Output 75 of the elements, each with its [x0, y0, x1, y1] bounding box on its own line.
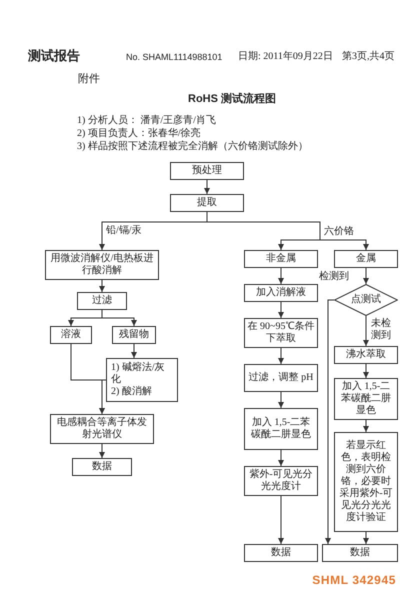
process-box [334, 432, 398, 532]
step-label: 沸水萃取 [346, 349, 386, 361]
step-label: 过滤 [92, 295, 112, 307]
report-number: No. SHAML1114988101 [126, 53, 222, 62]
step-label: 加入消解液 [256, 287, 306, 299]
arrow [99, 444, 105, 458]
process-box [244, 284, 318, 302]
process-box [45, 250, 159, 280]
step-label: 预处理 [192, 165, 222, 177]
decision-label: 点测试 [351, 294, 381, 306]
process-box [244, 364, 318, 392]
arrow [363, 364, 369, 378]
step-label: 溶液 [61, 329, 81, 341]
step-label: 电感耦合等离子体发射光谱仪 [56, 417, 148, 441]
process-box [244, 408, 318, 450]
chart-title: RoHS 测试流程图 [187, 94, 277, 105]
arrow [278, 392, 284, 408]
arrow [99, 380, 106, 414]
edge-label: 检测到 [319, 271, 349, 283]
report-title: 测试报告 [28, 49, 80, 62]
section-heading: 附件 [78, 74, 100, 85]
step-label: 提取 [197, 197, 217, 209]
process-box [244, 250, 318, 268]
process-box [72, 458, 132, 476]
arrow [363, 532, 369, 544]
note-line: 3) 样品按照下述流程被完全消解（六价铬测试除外） [77, 142, 308, 152]
process-box [170, 162, 244, 180]
process-box [334, 250, 398, 268]
arrow [99, 280, 105, 292]
arrow [278, 348, 284, 364]
process-box [50, 414, 154, 444]
step-label: 数据 [92, 461, 112, 473]
report-date: 日期: 2011年09月22日 [238, 52, 333, 62]
process-box [334, 346, 398, 364]
step-label: 紫外-可见光分光光度计 [248, 469, 314, 493]
edge-label: 铅/镉/汞 [106, 225, 142, 237]
step-label: 在 90~95℃条件下萃取 [247, 321, 315, 345]
process-box [322, 544, 398, 562]
arrow [363, 316, 369, 346]
process-box [170, 194, 244, 212]
arrow [278, 302, 284, 318]
step-label: 数据 [271, 547, 291, 559]
step-label: 加入 1,5-二苯碳酰二肼显色 [340, 381, 392, 417]
step-label: 数据 [350, 547, 370, 559]
arrow [325, 300, 334, 544]
step-label: 金属 [356, 253, 376, 265]
arrow [363, 268, 369, 284]
step-label: 残留物 [119, 329, 149, 341]
note-line: 2) 项目负责人：张春华/徐亮 [77, 129, 201, 139]
process-box [112, 326, 156, 344]
step-label: 2) 酸消解 [111, 386, 152, 398]
process-box [106, 358, 178, 402]
arrow [278, 450, 284, 466]
arrow [278, 496, 284, 544]
step-label: 过滤，调整 pH [248, 372, 314, 384]
step-label: 用微波消解仪/电热板进行酸消解 [50, 253, 154, 277]
arrow [102, 310, 137, 326]
step-label: 若显示红色，表明检测到六价铬，必要时采用紫外-可见光分光光度计验证 [338, 440, 394, 524]
step-label: 非金属 [266, 253, 296, 265]
note-line: 1) 分析人员： 潘青/王彦青/肖飞 [77, 116, 216, 126]
process-box [334, 378, 398, 420]
arrow [363, 420, 369, 432]
edge-label: 六价铬 [324, 226, 354, 238]
arrow [278, 268, 284, 284]
page-number: 第3页,共4页 [342, 52, 394, 62]
arrow [204, 180, 210, 194]
serial-number: SHML 342945 [311, 574, 396, 586]
step-label: 1) 碱熔法/灰化 [111, 362, 166, 386]
process-box [50, 326, 92, 344]
edge-label: 未检测到 [371, 318, 393, 342]
arrow [206, 212, 369, 250]
step-label: 加入 1,5-二苯碳酰二肼显色 [250, 417, 312, 441]
process-box [244, 544, 318, 562]
arrow [131, 344, 137, 358]
process-box [77, 292, 127, 310]
